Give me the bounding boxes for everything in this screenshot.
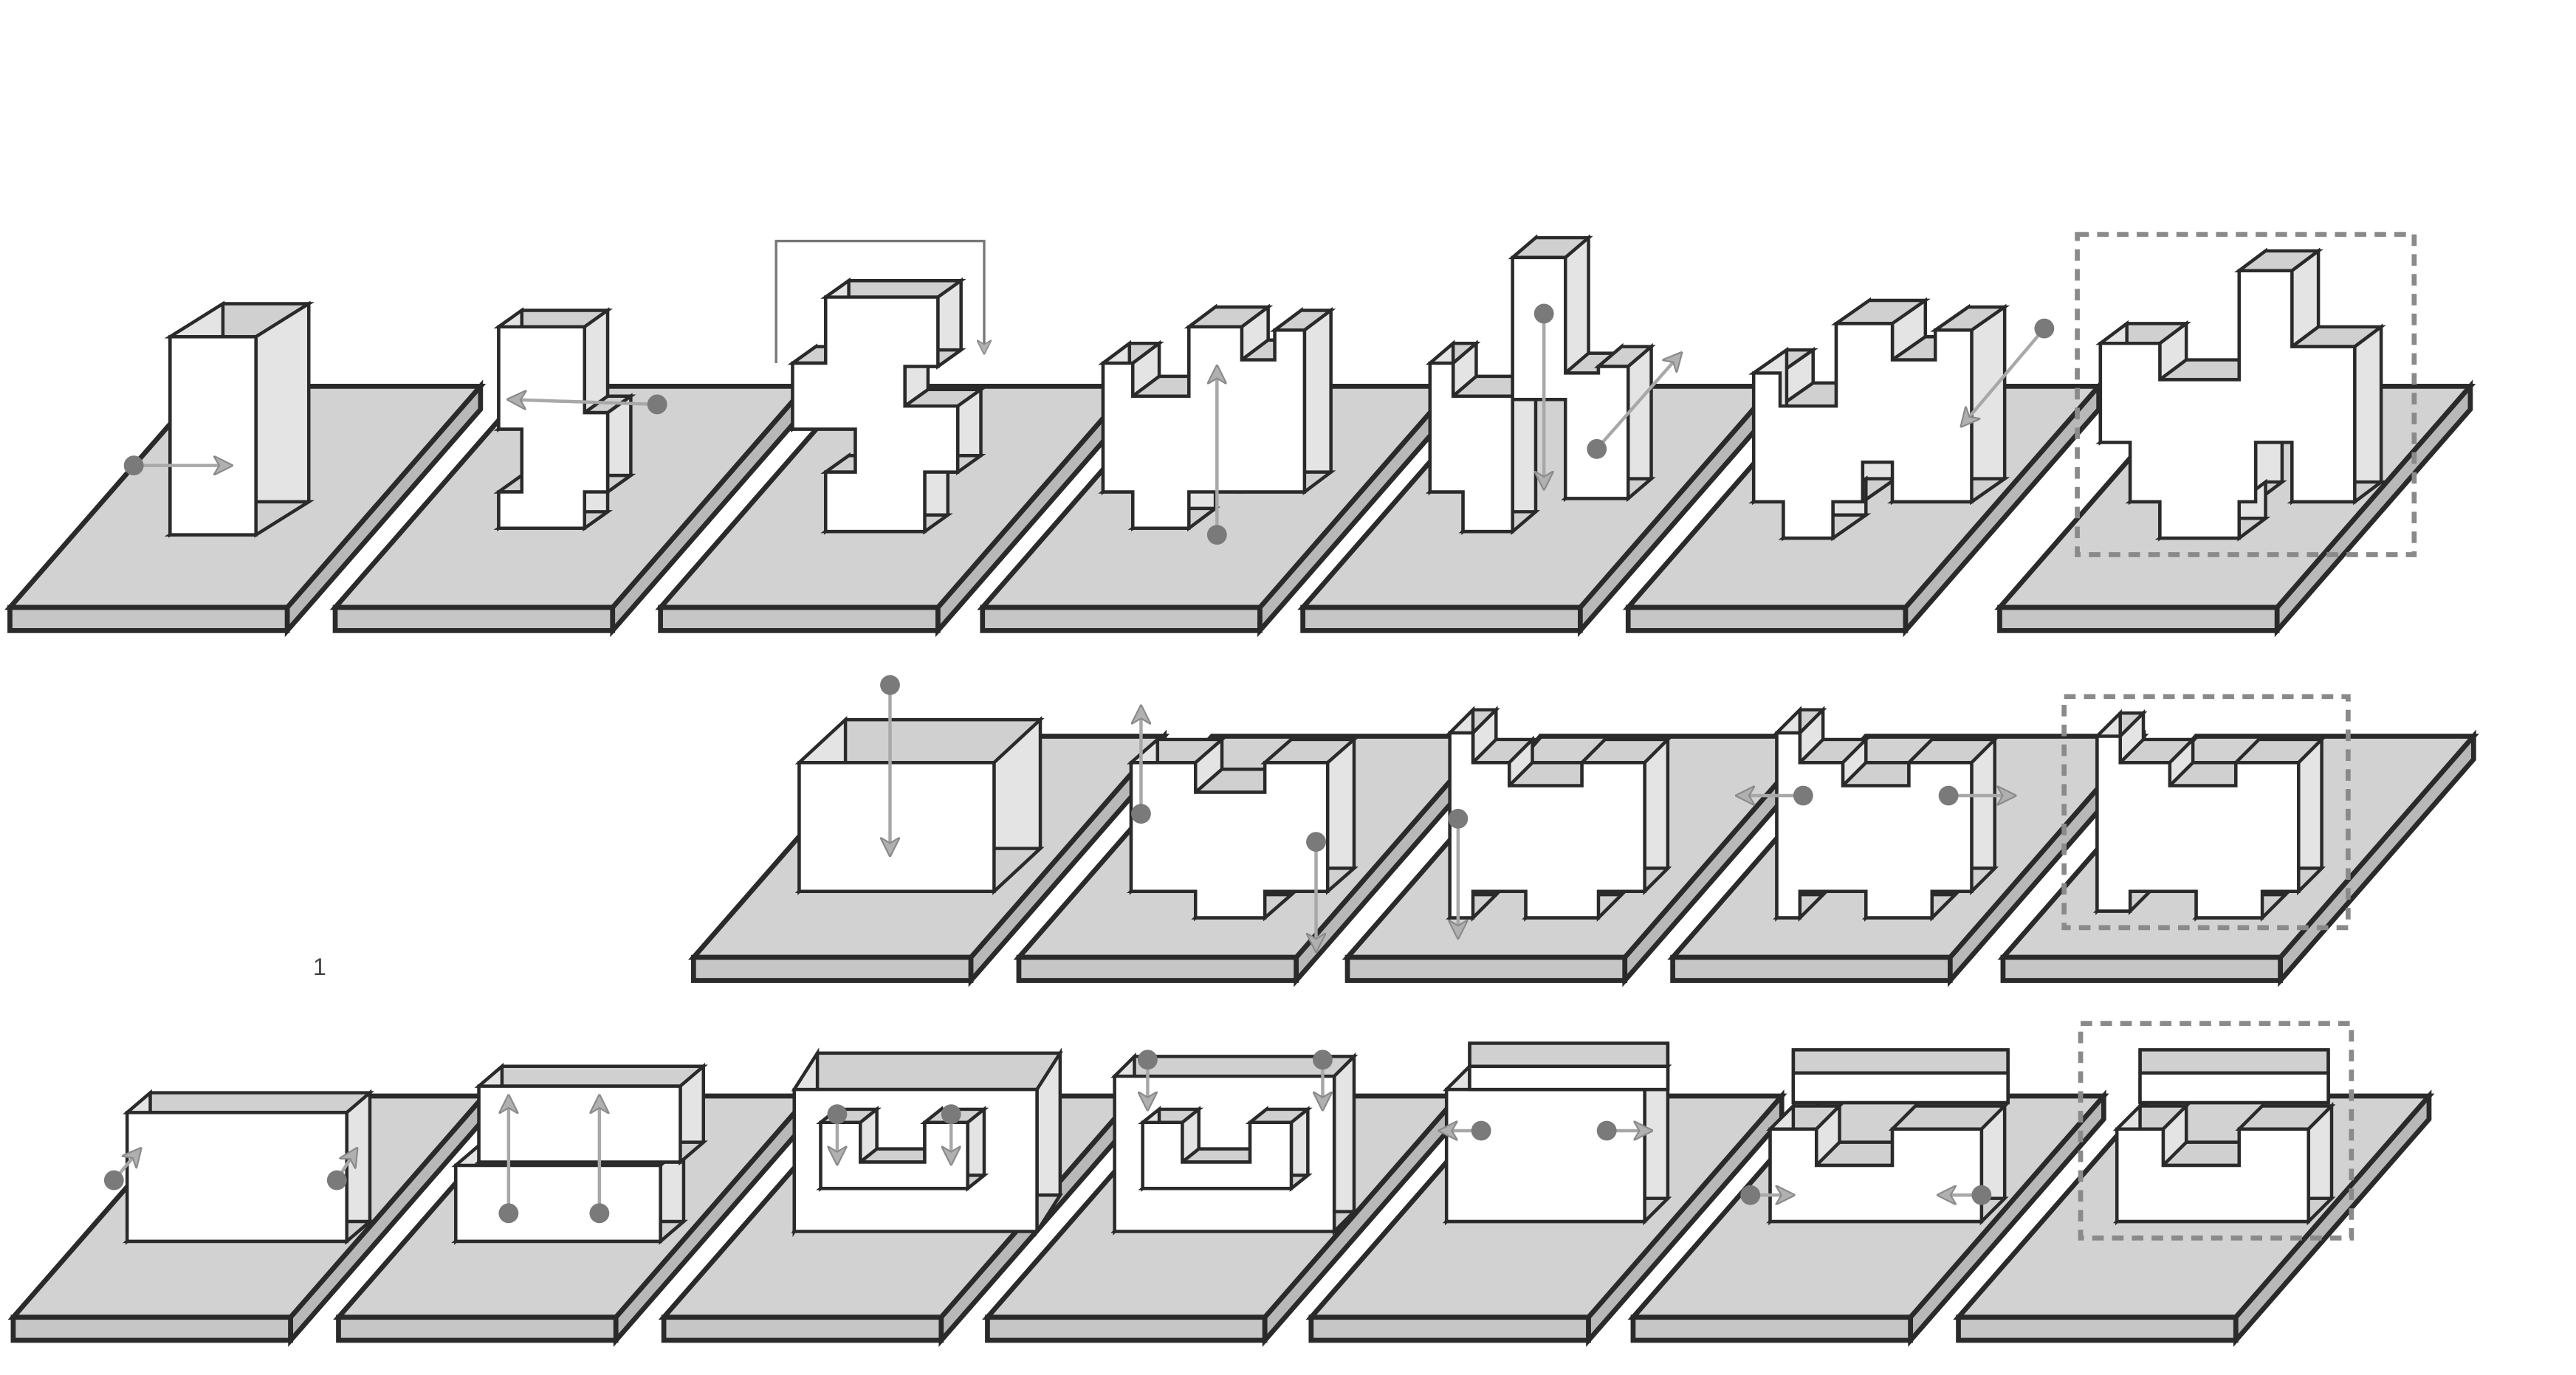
arrow-step-1-1 [123,455,231,476]
arrow-a-step-3-2 [498,1096,518,1224]
block-step-1-1 [164,300,315,538]
arrow-b-step-1-5 [1587,354,1680,459]
arrow-step-1-6 [1962,318,2055,426]
block-step-1-7 [2095,247,2386,542]
block-step-1-6 [1748,297,2010,542]
result-frame-step-3-7 [2078,1021,2355,1241]
block-top-step-3-2 [474,1062,708,1166]
block-step-1-5 [1425,234,1656,536]
block-step-2-5 [2093,709,2326,922]
arrow-a-step-1-5 [1533,303,1554,489]
arrow-step-2-1 [880,675,900,855]
arrow-a-step-3-4 [1137,1050,1158,1109]
block-step-2-2 [1127,736,1359,922]
arrow-b-step-2-4 [1938,785,2015,806]
transfer-step-1-3 [774,239,984,364]
block-step-1-4 [1098,303,1336,532]
arrow-b-step-3-2 [589,1096,610,1224]
result-frame-step-2-5 [2061,694,2351,931]
arrow-a-step-2-2 [1131,706,1151,824]
arrow-b-step-3-5 [1596,1121,1652,1141]
result-frame-step-1-7 [2075,232,2417,557]
arrow-b-step-3-4 [1313,1050,1333,1109]
block-top-step-3-7 [2138,1048,2330,1105]
arrow-a-step-3-1 [103,1149,140,1190]
block-step-2-4 [1773,706,1999,922]
block-inner-step-3-4 [1138,1106,1313,1192]
block-step-3-1 [123,1089,375,1245]
arrow-step-1-4 [1207,367,1227,545]
arrow-b-step-3-1 [326,1149,357,1190]
arrow-b-step-2-2 [1306,832,1326,951]
result-frames-layer [2061,232,2417,1241]
block-top-step-3-5 [1468,1041,1670,1092]
plate-step-1-5 [1297,379,1779,638]
arrow-step-1-2 [509,395,667,415]
block-step-2-3 [1446,706,1672,922]
arrow-b-step-3-3 [941,1104,961,1164]
arrow-b-step-3-6 [1939,1185,1992,1205]
block-step-1-3 [787,277,986,535]
block-step-2-1 [794,715,1045,895]
block-top-step-3-6 [1791,1048,2010,1105]
arrow-a-step-2-4 [1737,785,1813,806]
arrow-a-step-3-3 [827,1104,848,1164]
stray-mark: 1 [313,954,326,980]
blocks-layer [123,234,2386,1245]
block-step-3-7 [2112,1102,2336,1226]
arrow-a-step-3-5 [1440,1121,1491,1141]
arrow-step-2-3 [1448,808,1469,937]
arrow-a-step-3-6 [1740,1185,1793,1205]
arrows-layer [103,239,2055,1224]
